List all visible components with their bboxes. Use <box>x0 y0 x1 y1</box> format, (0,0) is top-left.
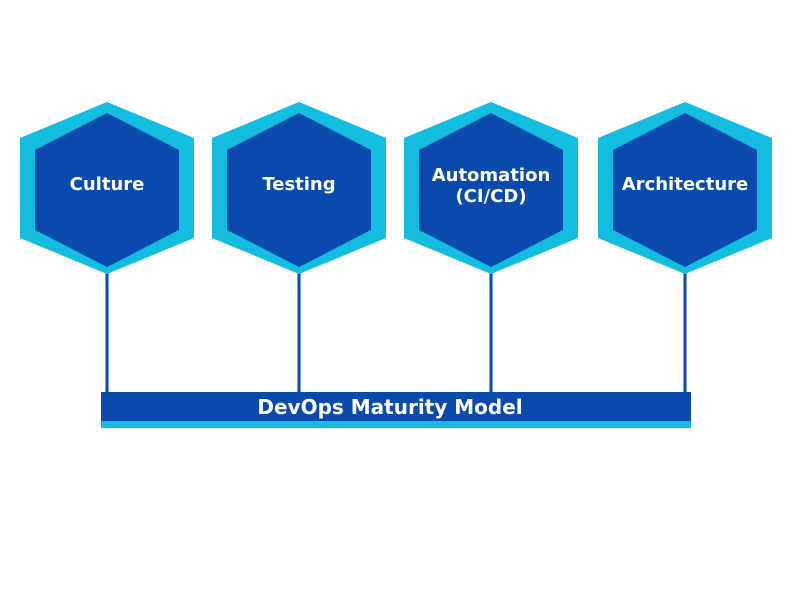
base-bar-label: DevOps Maturity Model <box>257 395 522 419</box>
pillar-label-automation-line-2: (CI/CD) <box>455 186 526 207</box>
base-bar-group: DevOps Maturity Model <box>101 392 691 428</box>
connector-line-architecture <box>683 258 687 395</box>
pillar-label-automation-line-1: Automation <box>432 165 551 186</box>
hexagon-inner-architecture <box>613 113 757 267</box>
hexagon-inner-automation <box>419 113 563 267</box>
pillar-label-architecture: Architecture <box>622 174 748 195</box>
pillar-hexagons: Culture Testing Automation(CI/CD) Architect… <box>20 102 772 274</box>
connector-line-testing <box>297 258 301 395</box>
hexagon-inner-culture <box>35 113 179 267</box>
connector-line-automation <box>489 258 493 395</box>
base-bar <box>101 392 691 421</box>
connector-lines <box>105 258 687 395</box>
pillar-label-testing: Testing <box>262 174 335 195</box>
base-bar-accent <box>101 420 691 428</box>
hexagon-inner-testing <box>227 113 371 267</box>
connector-line-culture <box>105 258 109 395</box>
pillar-automation: Automation(CI/CD) <box>404 102 578 274</box>
pillar-architecture: Architecture <box>598 102 772 274</box>
pillar-label-culture: Culture <box>70 174 145 195</box>
pillar-testing: Testing <box>212 102 386 274</box>
pillar-culture: Culture <box>20 102 194 274</box>
